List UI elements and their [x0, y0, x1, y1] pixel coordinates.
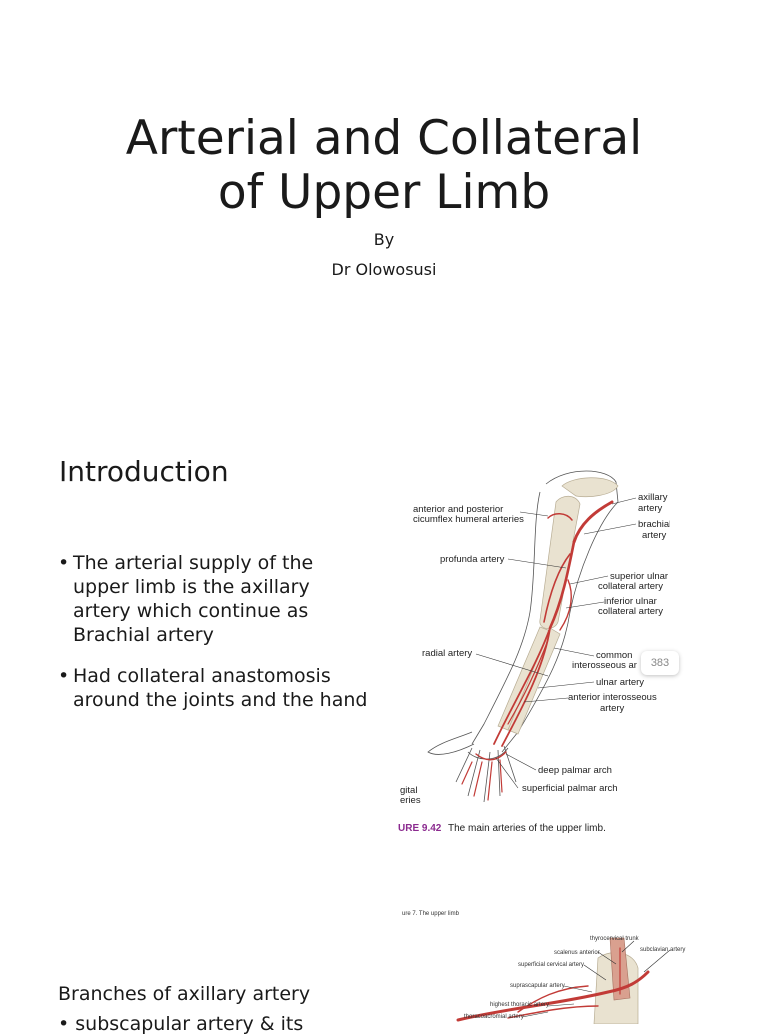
svg-text:radial artery: radial artery: [422, 648, 472, 659]
label-digital-line2: eries: [400, 795, 421, 806]
svg-text:cicumflex humeral arteries: cicumflex humeral arteries: [413, 514, 524, 525]
label-superior-ulnar-line2: collateral artery: [598, 581, 663, 592]
label-brachial-line1: brachial: [638, 519, 670, 530]
label-superior-ulnar-line1: superior ulnar: [610, 571, 668, 582]
slide-title: Arterial and Collateral of Upper Limb: [60, 112, 708, 220]
svg-text:superficial cervical artery: superficial cervical artery: [518, 962, 584, 968]
label-anterior-interosseous-line2: artery: [600, 703, 625, 714]
bullet-item: • Had collateral anastomosis around the …: [58, 664, 368, 712]
svg-text:URE 9.42: URE 9.42: [398, 823, 442, 834]
svg-text:axillary: axillary: [638, 492, 668, 503]
bullet-text: • subscapular artery & its: [58, 1013, 304, 1035]
svg-text:collateral artery: collateral artery: [598, 581, 663, 592]
label-common-interosseous-line1: common: [596, 650, 632, 661]
svg-text:eries: eries: [400, 795, 421, 806]
label-brachial-line2: artery: [642, 530, 667, 541]
bullet-item: • The arterial supply of the upper limb …: [58, 551, 368, 647]
byline-label: By: [373, 230, 395, 249]
author-name: Dr Olowosusi: [331, 260, 437, 279]
svg-text:collateral artery: collateral artery: [598, 606, 663, 617]
label-thoracoacromial: thoracoacromial artery: [464, 1014, 524, 1020]
svg-text:anterior and posterior: anterior and posterior: [413, 504, 503, 515]
svg-text:inferior ulnar: inferior ulnar: [604, 596, 657, 607]
svg-text:profunda artery: profunda artery: [440, 554, 505, 565]
label-inferior-ulnar-line2: collateral artery: [598, 606, 663, 617]
label-profunda: profunda artery: [440, 554, 505, 565]
label-ulnar: ulnar artery: [596, 677, 644, 688]
label-figure-top-caption: ure 7. The upper limb: [402, 911, 460, 917]
svg-text:thyrocervical trunk: thyrocervical trunk: [590, 936, 640, 942]
title-line-2: of Upper Limb: [217, 165, 551, 220]
bullet-text: The arterial supply of the upper limb is…: [73, 552, 314, 646]
label-highest-thoracic: highest thoracic artery: [490, 1002, 549, 1008]
svg-text:superior ulnar: superior ulnar: [610, 571, 668, 582]
title-line-1: Arterial and Collateral: [125, 111, 643, 166]
svg-text:anterior interosseous: anterior interosseous: [568, 692, 657, 703]
page-number-badge[interactable]: 383: [641, 651, 679, 675]
label-superficial-palmar: superficial palmar arch: [522, 783, 618, 794]
svg-text:artery: artery: [600, 703, 625, 714]
section-heading-branches: Branches of axillary artery: [58, 983, 311, 1005]
label-axillary-line1: axillary: [638, 492, 668, 503]
label-radial: radial artery: [422, 648, 472, 659]
label-suprascapular: suprascapular artery: [510, 983, 565, 989]
svg-text:artery: artery: [642, 530, 667, 541]
label-inferior-ulnar-line1: inferior ulnar: [604, 596, 657, 607]
figure-caption-number: URE 9.42: [398, 823, 442, 834]
label-subclavian: subclavian artery: [640, 947, 685, 953]
label-scalenus: scalenus anterior: [554, 950, 600, 956]
svg-text:ulnar artery: ulnar artery: [596, 677, 644, 688]
label-superficial-cervical: superficial cervical artery: [518, 962, 584, 968]
svg-text:The main arteries of the upper: The main arteries of the upper limb.: [448, 823, 606, 834]
svg-text:deep palmar arch: deep palmar arch: [538, 765, 612, 776]
svg-text:highest thoracic artery: highest thoracic artery: [490, 1002, 549, 1008]
svg-text:scalenus anterior: scalenus anterior: [554, 950, 600, 956]
label-deep-palmar: deep palmar arch: [538, 765, 612, 776]
label-thyrocervical: thyrocervical trunk: [590, 936, 640, 942]
svg-text:brachial: brachial: [638, 519, 670, 530]
label-anterior-interosseous-line1: anterior interosseous: [568, 692, 657, 703]
label-common-interosseous-line2: interosseous ar: [572, 660, 637, 671]
svg-text:suprascapular artery: suprascapular artery: [510, 983, 565, 989]
upper-limb-arteries-figure: anterior and posterior cicumflex humeral…: [398, 470, 670, 834]
label-digital-line1: gital: [400, 785, 417, 796]
svg-text:interosseous ar: interosseous ar: [572, 660, 637, 671]
axillary-branches-figure: ure 7. The upper limb thyrocervical trun…: [402, 911, 685, 1024]
section-heading-introduction: Introduction: [59, 455, 229, 488]
label-circumflex-line1: anterior and posterior: [413, 504, 503, 515]
svg-text:gital: gital: [400, 785, 417, 796]
bullet-dot: •: [58, 552, 70, 574]
svg-text:subclavian artery: subclavian artery: [640, 947, 685, 953]
bullet-text: Had collateral anastomosis around the jo…: [73, 665, 368, 711]
label-circumflex-line2: cicumflex humeral arteries: [413, 514, 524, 525]
bullet-dot: •: [58, 665, 70, 687]
svg-text:artery: artery: [638, 503, 663, 514]
svg-text:superficial palmar arch: superficial palmar arch: [522, 783, 618, 794]
svg-text:ure 7. The upper limb: ure 7. The upper limb: [402, 911, 460, 917]
label-axillary-line2: artery: [638, 503, 663, 514]
svg-text:common: common: [596, 650, 632, 661]
figure-caption-text: The main arteries of the upper limb.: [448, 823, 606, 834]
svg-text:thoracoacromial artery: thoracoacromial artery: [464, 1014, 524, 1020]
